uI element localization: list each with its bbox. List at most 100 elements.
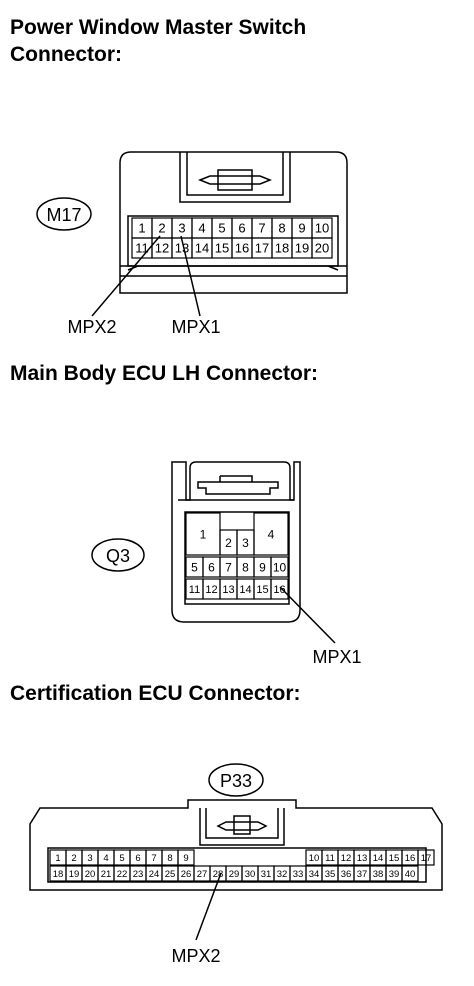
pin-number: 13 (222, 584, 234, 596)
pin-number: 1 (55, 853, 60, 864)
pin-number: 35 (325, 869, 336, 880)
pin-cavity (401, 865, 419, 882)
callout-mpx1-q3-leader (279, 586, 336, 644)
connector-q3-pin-area (184, 511, 290, 605)
pin-number: 31 (261, 869, 272, 880)
pin-number: 8 (167, 853, 172, 864)
pin-number: 4 (103, 853, 108, 864)
pin-number: 7 (151, 853, 156, 864)
pin-number: 15 (256, 584, 268, 596)
pin-cavity (270, 578, 289, 600)
pin-number: 12 (155, 241, 169, 256)
pin-number: 6 (208, 560, 215, 574)
pin-number: 22 (117, 869, 128, 880)
pin-number: 14 (195, 241, 209, 256)
pin-number: 15 (389, 853, 400, 864)
heading-power-window-line2: Connector: (10, 43, 122, 66)
pin-number: 19 (69, 869, 80, 880)
pin-cavity (417, 849, 435, 866)
pin-number: 23 (133, 869, 144, 880)
connector-m17-id: M17 (46, 205, 81, 225)
pin-number: 18 (275, 241, 289, 256)
connector-q3-id: Q3 (106, 546, 130, 566)
connector-p33-latch (216, 815, 268, 835)
pin-number: 6 (238, 221, 245, 236)
callout-mpx2-m17-leader (91, 235, 161, 317)
pin-number: 38 (373, 869, 384, 880)
pin-number: 29 (229, 869, 240, 880)
pin-number: 17 (255, 241, 269, 256)
pin-number: 10 (273, 560, 287, 574)
pin-number: 30 (245, 869, 256, 880)
pin-number: 26 (181, 869, 192, 880)
pin-number: 4 (198, 221, 205, 236)
pin-number: 21 (101, 869, 112, 880)
pin-number: 1 (138, 221, 145, 236)
pin-number: 2 (225, 536, 232, 550)
pin-number: 25 (165, 869, 176, 880)
connector-m17-housing (119, 151, 348, 294)
pin-number: 13 (357, 853, 368, 864)
pin-number: 1 (200, 527, 207, 541)
pin-number: 34 (309, 869, 320, 880)
pin-number: 5 (191, 560, 198, 574)
connector-p33-lock-tab (199, 808, 285, 846)
callout-mpx1-q3-label: MPX1 (312, 647, 361, 667)
pin-number: 18 (53, 869, 64, 880)
pin-number: 32 (277, 869, 288, 880)
pin-number: 36 (341, 869, 352, 880)
heading-power-window-line1: Power Window Master Switch (10, 16, 307, 39)
callout-mpx2-p33-label: MPX2 (171, 946, 220, 966)
pin-cavity (270, 556, 289, 578)
pin-number: 39 (389, 869, 400, 880)
pin-number: 10 (309, 853, 320, 864)
pin-number: 24 (149, 869, 160, 880)
pin-number: 14 (239, 584, 251, 596)
heading-main-body-ecu: Main Body ECU LH Connector: (10, 362, 318, 385)
connector-p33-id: P33 (220, 771, 252, 791)
connector-m17-lock-tab (179, 152, 291, 203)
pin-number: 3 (178, 221, 185, 236)
callout-mpx1-m17-label: MPX1 (171, 317, 220, 337)
pin-number: 13 (175, 241, 189, 256)
pin-number: 28 (213, 869, 224, 880)
pin-number: 7 (225, 560, 232, 574)
pin-number: 15 (215, 241, 229, 256)
pin-number: 16 (273, 584, 285, 596)
connector-q3-id-badge (91, 538, 145, 572)
connector-m17-id-badge (36, 197, 92, 231)
pin-number: 37 (357, 869, 368, 880)
pin-number: 8 (278, 221, 285, 236)
pin-number: 8 (242, 560, 249, 574)
pin-number: 9 (298, 221, 305, 236)
pin-number: 19 (295, 241, 309, 256)
pin-number: 4 (268, 527, 275, 541)
pin-number: 6 (135, 853, 140, 864)
pin-cavity (311, 237, 333, 259)
pin-number: 16 (405, 853, 416, 864)
pin-number: 12 (205, 584, 217, 596)
pin-number: 7 (258, 221, 265, 236)
pin-number: 10 (315, 221, 329, 236)
pin-number: 14 (373, 853, 384, 864)
pin-cavity (177, 849, 195, 866)
pin-number: 20 (85, 869, 96, 880)
pin-number: 3 (87, 853, 92, 864)
connector-q3-latch (197, 475, 279, 495)
pin-cavity (253, 512, 289, 556)
pin-number: 12 (341, 853, 352, 864)
pin-number: 9 (259, 560, 266, 574)
pin-number: 40 (405, 869, 416, 880)
pin-number: 16 (235, 241, 249, 256)
connector-m17-latch (197, 169, 273, 191)
pin-number: 5 (218, 221, 225, 236)
heading-certification-ecu: Certification ECU Connector: (10, 682, 301, 705)
pin-number: 33 (293, 869, 304, 880)
